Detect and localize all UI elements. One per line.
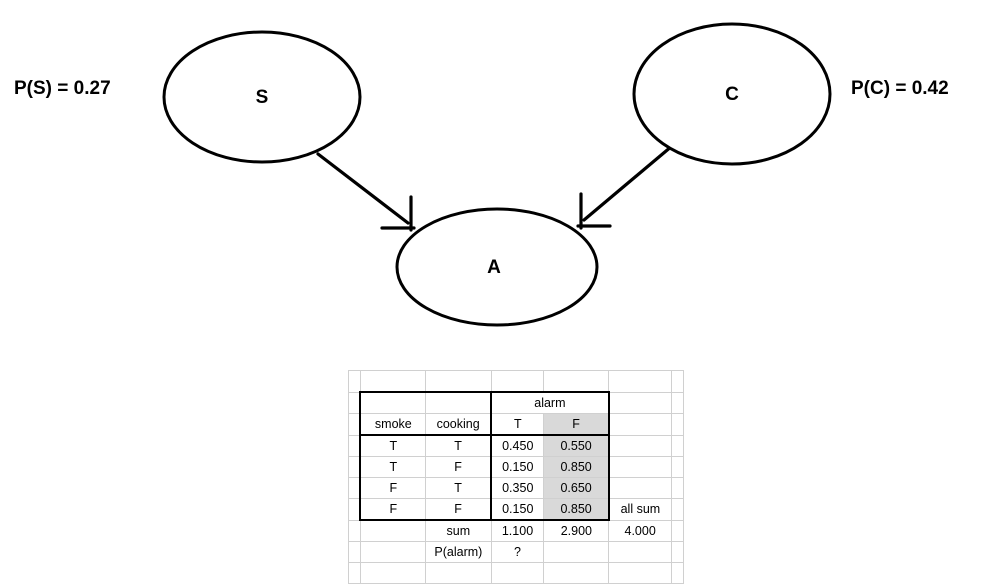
cell-extra	[608, 434, 673, 457]
node-a-ellipse	[395, 207, 599, 327]
cpt-group-header-row: alarm	[348, 391, 684, 414]
cell-alarm-false: 0.850	[543, 456, 610, 478]
sheet-cell-empty	[425, 562, 492, 584]
sheet-cell-empty	[543, 541, 610, 563]
table-row: T T 0.450 0.550	[348, 434, 684, 457]
sheet-cell-empty	[348, 413, 361, 436]
sheet-cell-empty	[490, 370, 545, 393]
sheet-cell-empty	[425, 370, 492, 393]
sheet-cell-empty	[348, 477, 361, 499]
node-s-ellipse	[162, 30, 362, 164]
cpt-palarm-row: P(alarm) ?	[348, 541, 684, 563]
sheet-cell-empty	[359, 562, 427, 584]
network-svg: S C A	[162, 22, 832, 327]
cell-cooking: T	[425, 434, 492, 457]
node-s: S	[162, 30, 362, 164]
bayesian-network-diagram: S C A P(S) = 0.27 P(C) = 0.42	[14, 22, 949, 327]
sheet-cell-empty	[671, 519, 684, 542]
sheet-cell-empty	[671, 456, 684, 478]
all-sum-header: all sum	[608, 498, 673, 521]
cell-alarm-true: 0.450	[490, 434, 545, 457]
cpt-sum-alarm-false: 2.900	[543, 519, 610, 542]
sheet-cell-empty	[671, 391, 684, 414]
cell-alarm-false: 0.650	[543, 477, 610, 499]
cpt-table: alarm smoke cooking T F T T 0.450 0.55	[348, 370, 684, 584]
sheet-cell-empty	[348, 498, 361, 521]
sheet-cell-empty	[543, 370, 610, 393]
node-c-ellipse	[632, 22, 832, 166]
cell-cooking: T	[425, 477, 492, 499]
probability-label-s: P(S) = 0.27	[14, 78, 111, 99]
cell-smoke: T	[359, 456, 427, 478]
cell-cooking: F	[425, 498, 492, 521]
cpt-palarm-label: P(alarm)	[425, 541, 492, 563]
sheet-cell-empty	[348, 541, 361, 563]
cell-alarm-false: 0.550	[543, 434, 610, 457]
sheet-cell-empty	[348, 434, 361, 457]
sheet-cell-empty	[359, 519, 427, 542]
table-row: T F 0.150 0.850	[348, 456, 684, 478]
node-s-label: S	[256, 87, 269, 108]
probability-label-c: P(C) = 0.42	[851, 78, 949, 99]
sheet-cell-empty	[671, 541, 684, 563]
sheet-cell-empty	[671, 370, 684, 393]
sheet-cell-empty	[608, 391, 673, 414]
sheet-cell-empty	[348, 562, 361, 584]
sheet-cell-empty	[348, 370, 361, 393]
cpt-sum-label: sum	[425, 519, 492, 542]
cell-smoke: F	[359, 477, 427, 499]
cpt-spreadsheet: alarm smoke cooking T F T T 0.450 0.55	[348, 370, 684, 584]
sheet-cell-empty	[490, 562, 545, 584]
node-a: A	[395, 207, 599, 327]
sheet-cell-empty	[671, 477, 684, 499]
sheet-cell-empty	[359, 541, 427, 563]
cpt-header-cooking: cooking	[425, 413, 492, 436]
cpt-all-sum-value: 4.000	[608, 519, 673, 542]
cpt-sum-row: sum 1.100 2.900 4.000	[348, 519, 684, 542]
cpt-header-row: smoke cooking T F	[348, 413, 684, 436]
sheet-cell-empty	[348, 456, 361, 478]
cell-alarm-true: 0.350	[490, 477, 545, 499]
sheet-cell-empty	[671, 413, 684, 436]
cell-extra	[608, 456, 673, 478]
cell-cooking: F	[425, 456, 492, 478]
sheet-cell-empty	[608, 413, 673, 436]
sheet-cell-empty	[671, 498, 684, 521]
cell-alarm-false: 0.850	[543, 498, 610, 521]
edge-s-to-a	[316, 152, 416, 232]
sheet-cell-empty	[348, 519, 361, 542]
sheet-spacer-row-bottom	[348, 562, 684, 584]
cell-smoke: T	[359, 434, 427, 457]
node-c-label: C	[725, 84, 739, 105]
sheet-cell-empty	[671, 434, 684, 457]
cpt-header-smoke: smoke	[359, 413, 427, 436]
sheet-cell-empty	[348, 391, 361, 414]
cpt-palarm-value: ?	[490, 541, 545, 563]
cell-extra	[608, 477, 673, 499]
sheet-cell-empty	[608, 370, 673, 393]
sheet-spacer-row-top	[348, 370, 684, 393]
cpt-header-corner-smoke	[359, 391, 427, 414]
sheet-cell-empty	[671, 562, 684, 584]
node-a-label: A	[487, 257, 501, 278]
sheet-cell-empty	[543, 562, 610, 584]
table-row: F F 0.150 0.850 all sum	[348, 498, 684, 521]
cpt-header-alarm-true: T	[490, 413, 545, 436]
cell-alarm-true: 0.150	[490, 456, 545, 478]
node-c: C	[632, 22, 832, 166]
cpt-sum-alarm-true: 1.100	[490, 519, 545, 542]
cell-smoke: F	[359, 498, 427, 521]
sheet-cell-empty	[359, 370, 427, 393]
cpt-group-header-alarm: alarm	[490, 391, 610, 414]
edge-c-to-a	[576, 144, 674, 230]
sheet-cell-empty	[608, 541, 673, 563]
cpt-header-alarm-false: F	[543, 413, 610, 436]
cell-alarm-true: 0.150	[490, 498, 545, 521]
sheet-cell-empty	[608, 562, 673, 584]
table-row: F T 0.350 0.650	[348, 477, 684, 499]
cpt-header-corner-cooking	[425, 391, 492, 414]
